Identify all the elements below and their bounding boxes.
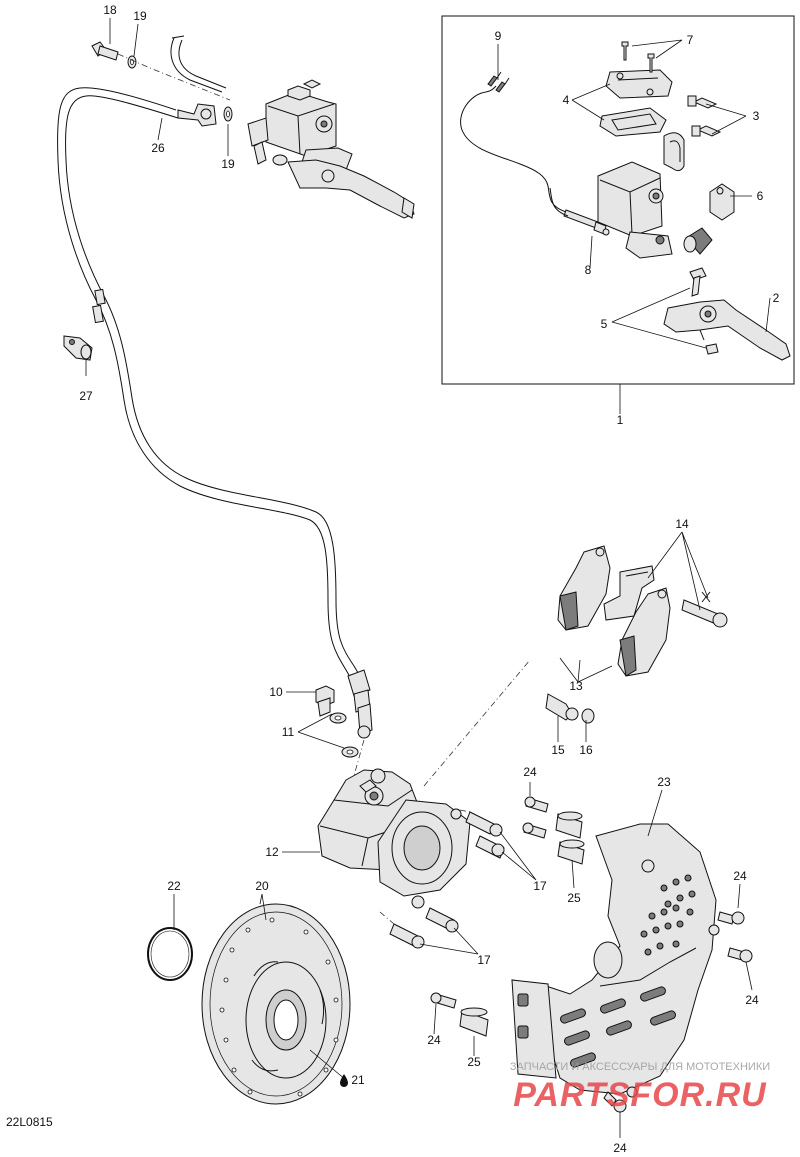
breather-tube xyxy=(170,37,227,93)
label-13: 13 xyxy=(569,679,583,693)
sealing-washer-top xyxy=(127,55,137,69)
pivot-nut xyxy=(705,343,719,355)
label-24e: 24 xyxy=(613,1141,627,1155)
brake-lever-inset xyxy=(663,299,791,361)
part-labels: 1 2 3 4 5 6 7 8 9 10 11 12 13 14 15 16 1… xyxy=(79,3,779,1155)
label-12: 12 xyxy=(265,845,279,859)
label-24d: 24 xyxy=(427,1033,441,1047)
wire-connectors xyxy=(487,71,510,93)
guard-bolts xyxy=(430,796,753,1113)
banjo-fitting-hose xyxy=(177,103,233,127)
main-brake-lever xyxy=(287,159,415,219)
pad-pin xyxy=(681,591,728,628)
label-7: 7 xyxy=(687,33,694,47)
label-17a: 17 xyxy=(533,879,547,893)
label-10: 10 xyxy=(269,685,283,699)
label-26: 26 xyxy=(151,141,165,155)
label-21: 21 xyxy=(351,1073,365,1087)
label-9: 9 xyxy=(495,29,502,43)
label-2: 2 xyxy=(773,291,780,305)
guard-spacers xyxy=(459,811,585,1037)
label-1: 1 xyxy=(617,413,624,427)
label-18: 18 xyxy=(103,3,117,17)
rubber-boot xyxy=(683,227,713,255)
label-23: 23 xyxy=(657,775,671,789)
label-6: 6 xyxy=(757,189,764,203)
o-ring xyxy=(147,927,193,981)
brake-pads xyxy=(557,545,671,677)
copper-washers xyxy=(329,712,359,758)
watermark-tagline: ЗАПЧАСТИ И АКСЕССУАРЫ ДЛЯ МОТОТЕХНИКИ xyxy=(510,1061,770,1073)
label-15: 15 xyxy=(551,743,565,757)
disc-guard xyxy=(511,823,720,1098)
inset-frame xyxy=(441,15,795,385)
label-17b: 17 xyxy=(477,953,491,967)
reservoir-diaphragm xyxy=(599,107,667,137)
bleed-cap xyxy=(581,708,595,724)
leader-lines xyxy=(85,18,771,1138)
label-5: 5 xyxy=(601,317,608,331)
clamp-bolts xyxy=(687,95,722,137)
lever-pivot-bolt xyxy=(689,267,707,297)
label-11: 11 xyxy=(282,725,295,739)
label-19a: 19 xyxy=(133,9,147,23)
label-20: 20 xyxy=(255,879,269,893)
brake-disc xyxy=(201,903,351,1105)
label-14: 14 xyxy=(675,517,689,531)
label-19b: 19 xyxy=(221,157,235,171)
label-25b: 25 xyxy=(467,1055,481,1069)
reservoir-cover xyxy=(605,69,673,99)
brake-light-switch xyxy=(563,209,610,236)
label-25a: 25 xyxy=(567,891,581,905)
hose-clip xyxy=(63,335,93,361)
brake-caliper xyxy=(317,768,471,909)
watermark-brand: PARTSFOR.RU xyxy=(513,1076,767,1114)
oil-drop-icon xyxy=(340,1074,348,1087)
cover-screws xyxy=(621,41,655,73)
label-24c: 24 xyxy=(745,993,759,1007)
watermark: ЗАПЧАСТИ И АКСЕССУАРЫ ДЛЯ МОТОТЕХНИКИ PA… xyxy=(510,1061,770,1114)
pad-spring xyxy=(603,565,655,621)
brake-hose xyxy=(57,87,361,695)
label-24b: 24 xyxy=(733,869,747,883)
switch-wire xyxy=(460,85,567,213)
label-3: 3 xyxy=(753,109,760,123)
bleed-valve xyxy=(545,693,579,721)
banjo-bolt xyxy=(91,41,119,61)
master-cylinder-body-inset xyxy=(597,161,673,259)
label-22: 22 xyxy=(167,879,181,893)
label-16: 16 xyxy=(579,743,593,757)
label-8: 8 xyxy=(585,263,592,277)
label-4: 4 xyxy=(563,93,570,107)
diagram-code: 22L0815 xyxy=(6,1115,53,1129)
bleed-screw-cap xyxy=(315,685,335,717)
label-24a: 24 xyxy=(523,765,537,779)
hose-caliper-fitting xyxy=(347,669,373,739)
label-27: 27 xyxy=(79,389,93,403)
handlebar-clamp xyxy=(663,132,685,172)
sight-glass xyxy=(709,183,735,221)
